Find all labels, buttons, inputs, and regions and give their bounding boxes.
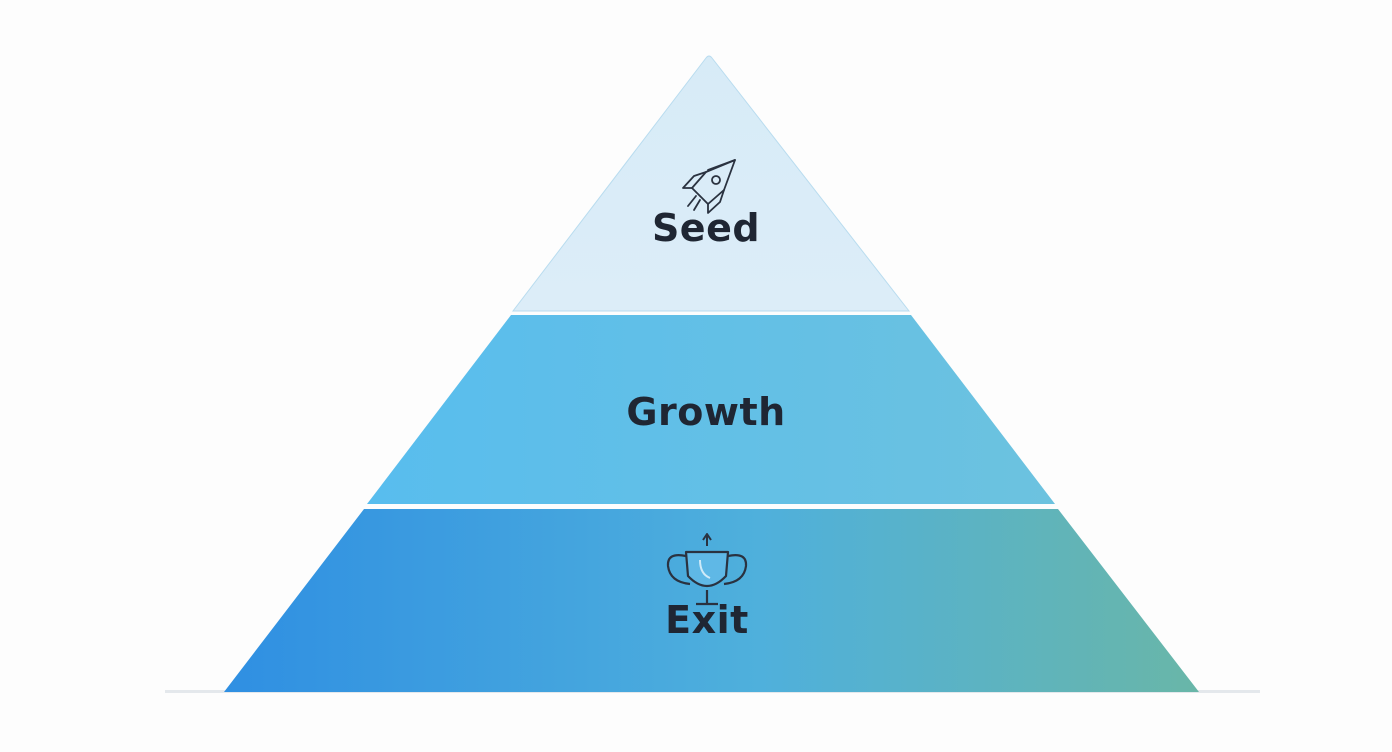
trophy-icon [666,533,748,606]
tier-label-seed: Seed [651,206,761,250]
tier-label-exit: Exit [665,598,749,642]
rocket-icon [682,159,736,214]
tier-growth [367,315,1055,504]
tier-seed [511,55,911,312]
tier-exit [224,509,1199,692]
tier-label-growth: Growth [626,390,786,434]
